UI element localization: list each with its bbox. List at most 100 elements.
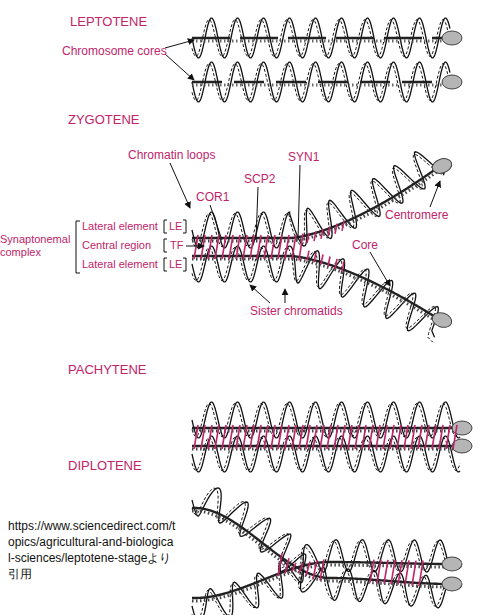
transverse-filament xyxy=(250,235,254,259)
transverse-filament xyxy=(320,425,324,449)
annotation-label: Sister chromatids xyxy=(250,304,343,318)
sister-chromatid xyxy=(192,540,450,615)
transverse-filament xyxy=(299,425,303,449)
transverse-filament xyxy=(264,425,268,449)
leader-line xyxy=(298,165,300,240)
sister-chromatid xyxy=(192,488,450,606)
leader-line xyxy=(183,258,186,271)
annotation-label: Chromosome cores xyxy=(62,44,167,58)
transverse-filament xyxy=(342,221,344,231)
transverse-filament xyxy=(355,425,359,449)
transverse-filament xyxy=(278,235,282,259)
transverse-filament xyxy=(285,235,289,259)
transverse-filament xyxy=(342,261,344,271)
leader-arrow xyxy=(430,181,440,207)
leader-arrow xyxy=(186,246,204,247)
sister-chromatid xyxy=(192,154,444,246)
transverse-filament xyxy=(432,425,436,449)
transverse-filament xyxy=(327,425,331,449)
chromosome-core xyxy=(192,256,440,320)
transverse-filament xyxy=(264,235,268,259)
transverse-filament xyxy=(341,425,345,449)
transverse-filament xyxy=(229,235,233,259)
transverse-filament xyxy=(307,251,309,261)
transverse-filament xyxy=(321,254,323,264)
transverse-filament xyxy=(439,425,443,449)
transverse-filament xyxy=(222,425,226,449)
abbreviation-label: LE xyxy=(169,258,182,271)
transverse-filament xyxy=(236,235,240,259)
chromosome-core xyxy=(192,445,460,447)
chromosome xyxy=(192,436,472,472)
leader-arrow xyxy=(370,252,390,286)
transverse-filament xyxy=(257,235,261,259)
abbreviation-label: LE xyxy=(169,220,182,233)
chromosome-core xyxy=(192,81,450,83)
transverse-filament xyxy=(229,425,233,449)
transverse-filament xyxy=(215,235,219,259)
core-comb xyxy=(192,259,439,323)
transverse-filament xyxy=(384,560,388,584)
transverse-filament xyxy=(377,560,381,583)
sister-chromatid xyxy=(192,152,444,248)
transverse-filament xyxy=(194,235,198,259)
transverse-filament xyxy=(314,231,316,241)
transverse-filament xyxy=(208,425,212,449)
core-comb xyxy=(192,169,441,241)
centromere xyxy=(442,577,462,591)
transverse-filament xyxy=(446,425,450,449)
transverse-filament xyxy=(292,563,296,572)
annotation-label: Chromatin loops xyxy=(128,148,215,162)
stage-name: DIPLOTENE xyxy=(68,458,142,474)
centromere xyxy=(442,31,462,45)
stage-name: ZYGOTENE xyxy=(68,112,140,128)
transverse-filament xyxy=(285,558,289,573)
core-comb xyxy=(192,511,450,587)
transverse-filament xyxy=(243,425,247,449)
transverse-filament xyxy=(328,226,330,236)
transverse-filament-layer xyxy=(194,221,457,586)
transverse-filament xyxy=(201,425,205,449)
chromosome xyxy=(192,62,462,102)
transverse-filament xyxy=(292,235,296,260)
protein-label: SCP2 xyxy=(244,172,275,186)
transverse-filament xyxy=(278,553,282,576)
transverse-filament xyxy=(243,235,247,259)
transverse-filament xyxy=(271,425,275,449)
sister-chromatid xyxy=(192,541,450,615)
leader-line xyxy=(183,220,186,233)
transverse-filament xyxy=(257,425,261,449)
core-comb xyxy=(192,84,450,87)
centromere xyxy=(442,75,462,89)
leader-arrow xyxy=(285,289,286,303)
transverse-filament xyxy=(362,425,366,449)
transverse-filament xyxy=(306,425,310,449)
transverse-filament xyxy=(376,425,380,449)
transverse-filament xyxy=(418,425,422,449)
transverse-filament xyxy=(271,235,275,259)
transverse-filament xyxy=(215,425,219,449)
transverse-filament xyxy=(391,560,395,584)
transverse-filament xyxy=(320,559,324,580)
sister-chromatid xyxy=(192,18,450,58)
transverse-filament xyxy=(307,233,309,243)
transverse-filament xyxy=(334,425,338,449)
sister-chromatid xyxy=(192,64,450,101)
chromosome xyxy=(192,246,454,342)
stage-name: PACHYTENE xyxy=(68,362,147,378)
transverse-filament xyxy=(299,234,303,261)
sister-chromatid xyxy=(192,62,450,102)
transverse-filament xyxy=(194,425,198,449)
core-comb xyxy=(192,40,450,43)
centromere xyxy=(442,557,462,571)
chromosome-core xyxy=(192,508,450,584)
chromosome-layer xyxy=(192,18,472,615)
centromere xyxy=(430,156,454,176)
transverse-filament xyxy=(390,425,394,449)
transverse-filament xyxy=(412,561,416,586)
chromosome-core xyxy=(192,37,450,39)
chromosome-core xyxy=(192,166,440,238)
annotation-label: Core xyxy=(352,238,378,252)
chromosome xyxy=(192,152,454,248)
protein-label: SYN1 xyxy=(288,150,319,164)
